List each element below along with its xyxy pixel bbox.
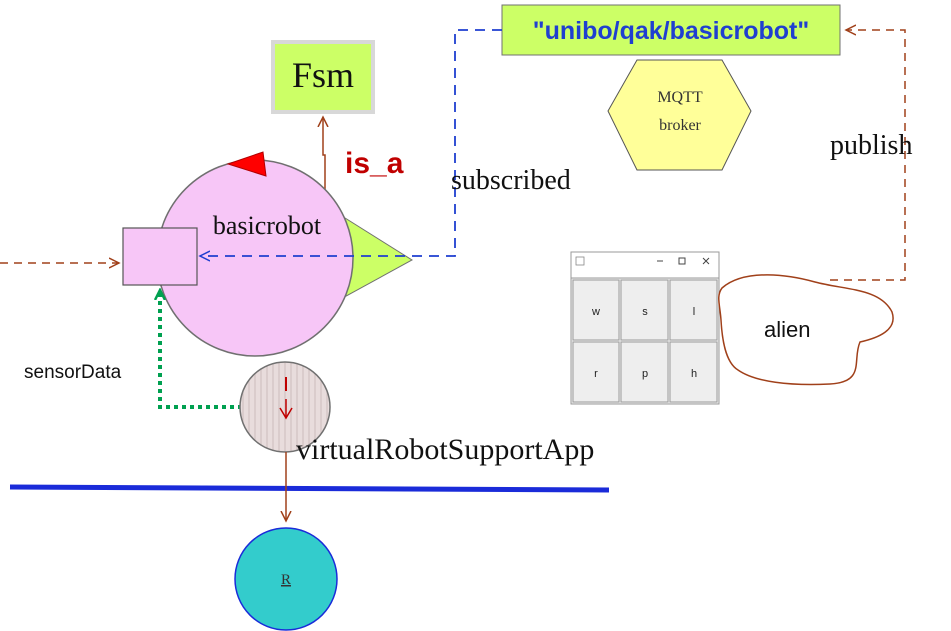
actor-input-port [122, 227, 198, 286]
fsm-box: Fsm [271, 40, 375, 114]
sensor-data-arrow [160, 290, 242, 409]
fsm-label: Fsm [292, 55, 354, 95]
publish-arrow [830, 30, 906, 281]
layer-divider-line [9, 484, 610, 493]
console-button-p-bg[interactable] [620, 341, 669, 403]
console-button-w-bg[interactable] [572, 279, 620, 341]
maximize-icon[interactable] [678, 257, 686, 265]
is-a-arrow [323, 117, 325, 190]
publish-label: publish [830, 130, 912, 161]
console-button-l-bg[interactable] [669, 279, 718, 341]
subscription-arrow [200, 29, 502, 256]
alien-outline [718, 274, 894, 386]
console-button-h-label: h [691, 368, 697, 380]
console-button-r[interactable]: r [572, 341, 620, 403]
close-icon[interactable] [702, 257, 710, 265]
console-button-r-label: r [594, 368, 598, 380]
robot-node-circle [234, 527, 338, 631]
support-app-circle [239, 361, 331, 453]
console-button-w[interactable]: w [572, 279, 620, 341]
console-button-h-bg[interactable] [669, 341, 718, 403]
alien-label: alien [764, 317, 810, 342]
basicrobot-label: basicrobot [213, 211, 322, 240]
console-button-w-label: w [591, 306, 600, 318]
broker-label-line2: broker [659, 117, 701, 134]
mqtt-broker: MQTT broker [607, 59, 752, 171]
console-button-h[interactable]: h [669, 341, 718, 403]
robot-node-label: R [281, 572, 291, 588]
support-app-mark-arrow [279, 407, 293, 420]
console-button-p[interactable]: p [620, 341, 669, 403]
is-a-label: is_a [345, 147, 404, 180]
console-button-r-bg[interactable] [572, 341, 620, 403]
actor-triangle-marker [226, 151, 267, 177]
console-button-l[interactable]: l [669, 279, 718, 341]
broker-hexagon [607, 59, 752, 171]
subscribed-label: subscribed [451, 165, 571, 196]
console-button-s-label: s [642, 306, 648, 318]
console-button-p-label: p [642, 368, 648, 380]
console-button-s-bg[interactable] [620, 279, 669, 341]
app-icon [575, 256, 585, 266]
broker-label-line1: MQTT [657, 89, 703, 106]
fsm-box-bg [271, 40, 375, 114]
sensor-data-label: sensorData [24, 362, 122, 383]
mqtt-topic-box: "unibo/qak/basicrobot" [501, 4, 841, 56]
console-button-s[interactable]: s [620, 279, 669, 341]
console-button-l-label: l [693, 306, 695, 318]
mqtt-topic-label: "unibo/qak/basicrobot" [533, 17, 810, 45]
alien-console-window: w s l r p h [570, 251, 720, 405]
support-app-label: virtualRobotSupportApp [296, 433, 594, 466]
mqtt-topic-box-bg [501, 4, 841, 56]
